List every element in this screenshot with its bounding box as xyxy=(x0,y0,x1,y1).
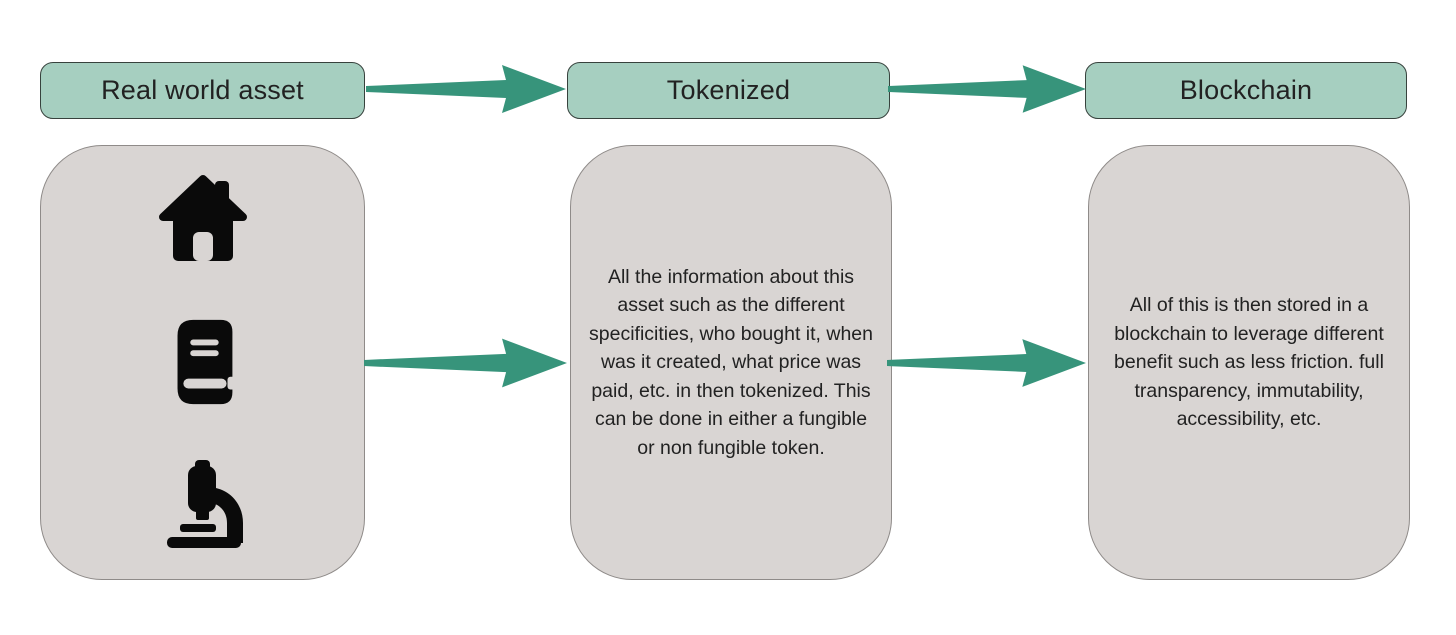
arrow-right-icon xyxy=(366,65,566,113)
microscope-icon xyxy=(166,459,243,548)
step-header-blockchain: Blockchain xyxy=(1085,62,1407,119)
arrow-right-icon xyxy=(364,338,567,388)
step-header-real-world-asset: Real world asset xyxy=(40,62,365,119)
house-icon xyxy=(158,174,247,261)
card-tokenized: All the information about this asset suc… xyxy=(570,145,892,580)
step-header-label: Real world asset xyxy=(101,75,304,105)
step-header-label: Tokenized xyxy=(666,75,791,105)
step-description: All of this is then stored in a blockcha… xyxy=(1114,294,1384,431)
step-header-label: Blockchain xyxy=(1179,75,1313,105)
card-real-world-asset xyxy=(40,145,365,580)
step-header-tokenized: Tokenized xyxy=(567,62,890,119)
arrow-right-icon xyxy=(888,65,1086,113)
card-blockchain: All of this is then stored in a blockcha… xyxy=(1088,145,1410,580)
book-icon xyxy=(177,319,235,404)
step-description: All the information about this asset suc… xyxy=(589,265,873,459)
arrow-right-icon xyxy=(887,339,1086,387)
